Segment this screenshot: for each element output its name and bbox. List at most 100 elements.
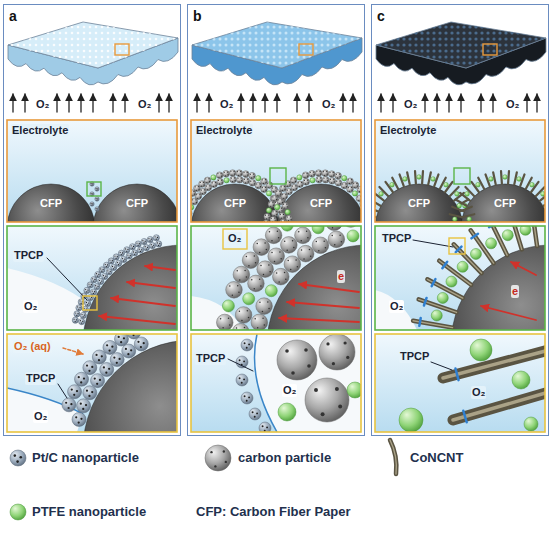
- pt-dot: [341, 241, 342, 242]
- carbon-particle: [322, 176, 329, 183]
- pt-dot: [298, 182, 299, 183]
- ptc-particle: [75, 372, 89, 386]
- ptc-particle: [118, 250, 124, 256]
- nanotube: [520, 174, 524, 186]
- pt-dot: [78, 309, 79, 310]
- legend-swatch: [390, 440, 396, 474]
- legend-text: CoNCNT: [410, 450, 463, 465]
- arrow: [460, 94, 461, 112]
- legend-swatches: [10, 440, 396, 520]
- ptc-particle: [87, 282, 93, 288]
- ptc-particle: [94, 284, 100, 290]
- pt-dot: [284, 240, 285, 241]
- pt-dot: [244, 176, 245, 177]
- ptfe-particle: [347, 230, 359, 242]
- pt-dot: [281, 186, 282, 187]
- pt-dot: [118, 264, 119, 265]
- pt-dot: [157, 237, 158, 238]
- zoom-frame: [375, 120, 545, 222]
- pt-dot: [87, 290, 88, 291]
- ptc-particle: [153, 235, 159, 241]
- pt-dot: [274, 215, 275, 216]
- pt-dot: [153, 245, 154, 246]
- ptfe-particle: [470, 339, 492, 361]
- interface-label: TPCP: [381, 232, 412, 245]
- pt-dot: [263, 191, 264, 192]
- pt-dot: [284, 189, 285, 190]
- pt-dot: [358, 200, 359, 201]
- pt-dot: [272, 202, 273, 203]
- pt-dot: [145, 246, 146, 247]
- ptfe-particle: [530, 182, 535, 187]
- pt-dot: [333, 179, 334, 180]
- ptfe-particle: [266, 208, 271, 213]
- gas-label: O₂: [33, 410, 48, 423]
- pt-dot: [359, 191, 360, 192]
- pt-dot: [112, 266, 113, 267]
- pt-dot: [299, 186, 300, 187]
- ptfe-particle: [489, 177, 494, 182]
- carbon-particle: [211, 181, 218, 188]
- gas-label: O₂: [227, 232, 242, 245]
- pt-dot: [297, 266, 298, 267]
- pt-dot: [351, 190, 352, 191]
- pt-dot: [248, 181, 249, 182]
- pt-dot: [224, 172, 225, 173]
- pt-dot: [110, 271, 111, 272]
- pt-dot: [276, 191, 277, 192]
- pt-dot: [264, 242, 265, 243]
- pt-dot: [80, 303, 81, 304]
- pt-dot: [275, 220, 276, 221]
- pt-dot: [292, 182, 293, 183]
- ptc-particle: [77, 399, 91, 413]
- pt-dot: [345, 183, 346, 184]
- pt-dot: [97, 275, 98, 276]
- pt-dot: [307, 364, 311, 368]
- carbon-particle: [243, 178, 250, 185]
- arrow: [24, 94, 25, 112]
- panel-box: b: [187, 4, 365, 436]
- pt-dot: [280, 193, 281, 194]
- nanotube-highlight: [453, 392, 545, 420]
- pt-dot: [223, 450, 225, 452]
- pt-dot: [269, 217, 270, 218]
- ptfe-particle: [470, 248, 481, 259]
- pt-dot: [139, 249, 140, 250]
- pt-dot: [288, 220, 289, 221]
- pt-dot: [78, 421, 80, 423]
- nanotube-highlight: [439, 261, 471, 285]
- carbon-particle: [249, 172, 256, 179]
- pt-dot: [309, 249, 310, 250]
- pt-dot: [91, 193, 92, 194]
- carbon-particle: [253, 239, 270, 256]
- pt-dot: [194, 193, 195, 194]
- pt-dot: [222, 327, 223, 328]
- pt-dot: [128, 257, 129, 258]
- pt-dot: [131, 245, 132, 246]
- zoom-content: [375, 168, 545, 222]
- pt-dot: [130, 349, 132, 351]
- nanotube: [427, 279, 462, 298]
- pt-dot: [95, 285, 96, 286]
- region-label: Electrolyte: [195, 124, 253, 137]
- pt-dot: [296, 188, 297, 189]
- carbon-particle: [216, 314, 233, 330]
- pt-dot: [76, 390, 78, 392]
- pt-dot: [279, 191, 280, 192]
- pt-dot: [348, 187, 349, 188]
- pt-dot: [206, 185, 207, 186]
- pt-dot: [238, 181, 239, 182]
- zoom-frame: [191, 226, 361, 330]
- pt-dot: [137, 245, 138, 246]
- pt-dot: [75, 416, 77, 418]
- carbon-particle: [328, 231, 345, 248]
- carbon-fiber: [277, 184, 361, 222]
- pt-dot: [316, 171, 317, 172]
- ptfe-particle: [417, 175, 422, 180]
- pt-dot: [156, 239, 157, 240]
- pt-dot: [231, 175, 232, 176]
- ptfe-particle: [399, 408, 423, 432]
- pt-dot: [243, 360, 245, 362]
- zoom-box: [115, 44, 129, 55]
- pt-dot: [133, 246, 134, 247]
